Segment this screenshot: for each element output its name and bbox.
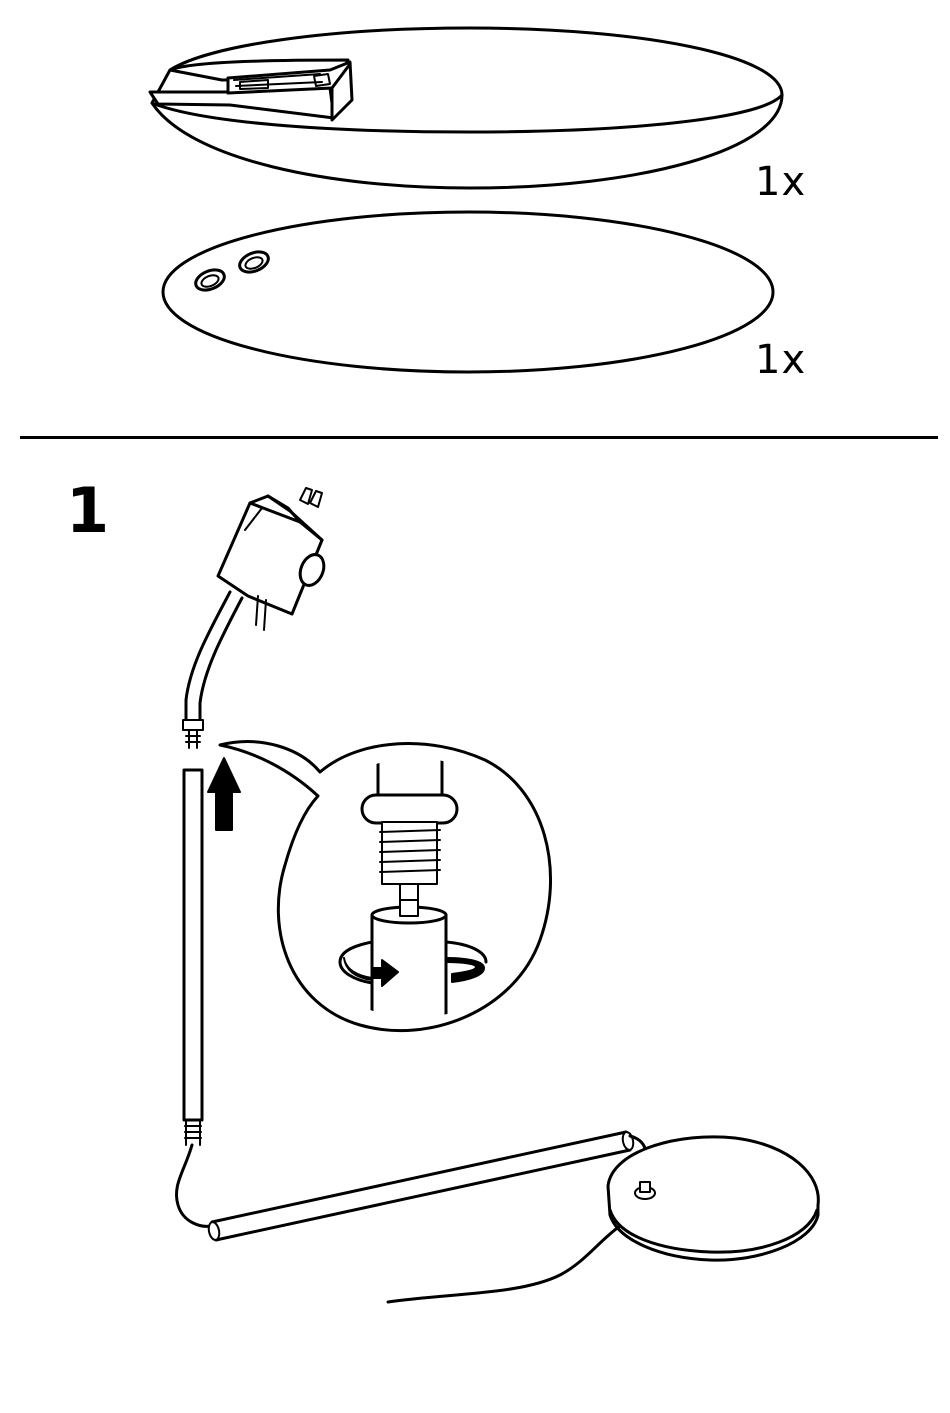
lamp-tube-icon [207, 1131, 646, 1241]
lamp-arm-icon [183, 488, 328, 748]
section-divider [20, 436, 938, 439]
up-arrow-icon [208, 758, 240, 830]
shade-bottom-icon [0, 0, 950, 420]
step-illustration [0, 440, 950, 1413]
part-quantity-2: 1x [755, 340, 806, 380]
lamp-tube-icon [176, 770, 212, 1226]
lamp-base-icon [388, 1137, 818, 1302]
detail-magnifier-icon [220, 740, 551, 1031]
parts-section: 1x 1x [0, 0, 950, 420]
